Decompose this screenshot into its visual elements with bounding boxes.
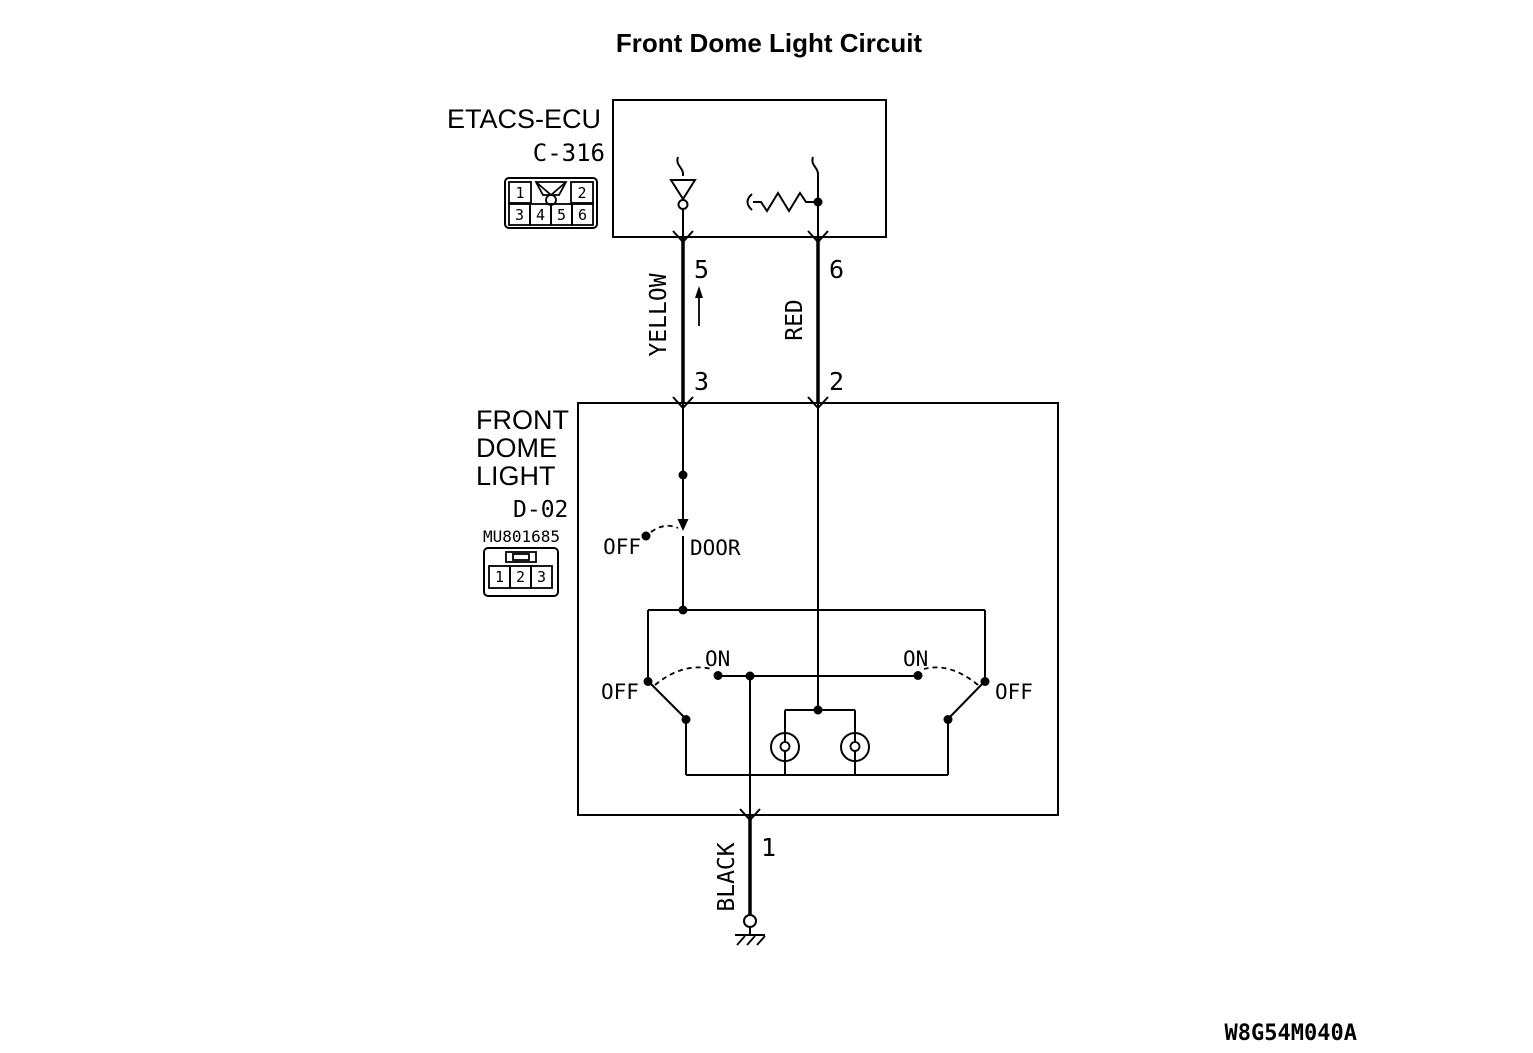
- door-switch: OFF DOOR: [603, 403, 741, 615]
- black-dome-pin: 1: [761, 833, 776, 862]
- page-title: Front Dome Light Circuit: [616, 28, 923, 58]
- junction-dot: [745, 671, 755, 681]
- right-bulb-icon: [840, 710, 870, 775]
- dome-name-line-2: DOME: [476, 433, 557, 463]
- connector-lock-tab-icon: [505, 551, 537, 563]
- dome-name-line-1: FRONT: [476, 405, 569, 435]
- yellow-ecu-pin: 5: [694, 255, 709, 284]
- right-switch-on-label: ON: [903, 647, 928, 671]
- figure-code: W8G54M040A: [1225, 1021, 1357, 1046]
- switch-travel-arc: [923, 666, 979, 686]
- ecu-pin-4: 4: [536, 206, 545, 224]
- connector-chevron-icon: [672, 230, 694, 244]
- left-switch-off-label: OFF: [601, 680, 639, 704]
- dome-connector-pinout-icon: 1 2 3: [483, 547, 559, 597]
- switch-pivot-dot: [681, 715, 691, 724]
- left-switch-on-label: ON: [705, 647, 730, 671]
- black-wire-label: BLACK: [714, 842, 740, 911]
- switch-travel-arc: [650, 524, 679, 533]
- dome-pin-3: 3: [537, 568, 546, 586]
- dome-pin-1: 1: [495, 568, 504, 586]
- dome-connector-id: D-02: [513, 497, 568, 523]
- red-ecu-pin: 6: [829, 255, 844, 284]
- ground-icon: [735, 914, 766, 946]
- ecu-pin-3: 3: [515, 206, 524, 224]
- ecu-connector-pinout-icon: 1 2 3 4 5 6: [504, 177, 598, 229]
- yellow-wire-run: 5 3 YELLOW: [646, 230, 709, 410]
- ecu-name-label: ETACS-ECU: [447, 104, 601, 134]
- right-lamp-switch: ON OFF: [903, 647, 1033, 724]
- switch-blade-arrow-icon: [677, 519, 689, 531]
- red-wire-label: RED: [782, 299, 808, 341]
- dome-light-box: FRONT DOME LIGHT D-02 MU801685 1 2 3 OFF…: [476, 402, 1059, 816]
- connector-keyway-icon: [534, 181, 568, 196]
- bulb-filament-icon: [779, 741, 791, 752]
- transistor-driver-icon: [669, 156, 697, 237]
- ecu-pin-6: 6: [578, 206, 587, 224]
- current-direction-arrow-icon: [695, 286, 703, 326]
- switch-pivot-dot: [943, 715, 953, 724]
- door-switch-off-contact: [641, 531, 651, 541]
- ecu-pin-5: 5: [557, 206, 566, 224]
- connector-chevron-icon: [807, 230, 829, 244]
- yellow-wire-label: YELLOW: [646, 273, 672, 356]
- dome-name-line-3: LIGHT: [476, 461, 556, 491]
- ecu-pin-1: 1: [515, 184, 524, 202]
- junction-dot: [678, 470, 688, 480]
- door-switch-off-label: OFF: [603, 535, 641, 559]
- switch-on-contact: [713, 671, 723, 680]
- right-switch-off-label: OFF: [995, 680, 1033, 704]
- bulb-filament-icon: [849, 741, 861, 752]
- junction-dot: [813, 197, 823, 207]
- switch-on-contact: [913, 671, 923, 680]
- red-dome-pin: 2: [829, 367, 844, 396]
- switch-travel-arc: [654, 666, 713, 686]
- ecu-box: ETACS-ECU C-316 1 2 3 4 5 6: [447, 99, 887, 238]
- switch-blade: [647, 680, 687, 720]
- door-switch-door-label: DOOR: [690, 536, 741, 560]
- left-bulb-icon: [770, 710, 800, 775]
- ecu-connector-id: C-316: [533, 139, 605, 167]
- switch-blade: [947, 680, 986, 720]
- red-wire-run: 6 2 RED: [782, 230, 844, 410]
- dome-part-number: MU801685: [483, 527, 560, 546]
- dome-pin-2: 2: [516, 568, 525, 586]
- ecu-pin-2: 2: [577, 184, 586, 202]
- bulb-feed-lines: [785, 403, 855, 715]
- yellow-dome-pin: 3: [694, 367, 709, 396]
- left-lamp-switch: ON OFF: [601, 647, 730, 724]
- pullup-resistor-icon: [746, 156, 823, 237]
- black-wire-run: 1 BLACK: [714, 808, 776, 946]
- ecu-box-outline: [612, 99, 887, 238]
